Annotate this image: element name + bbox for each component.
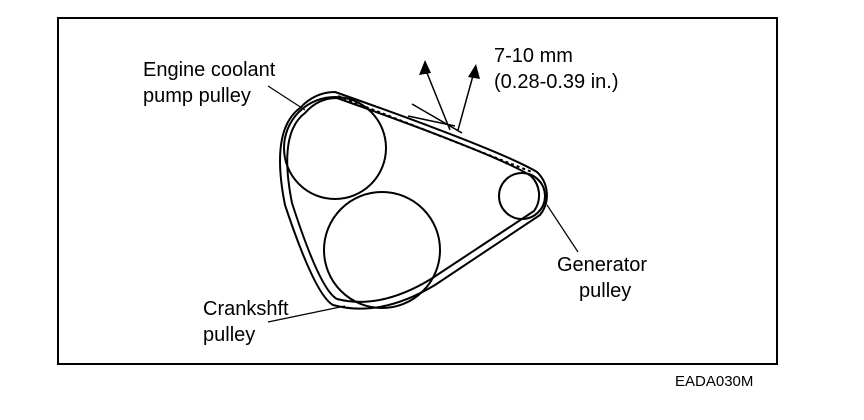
force-arrow-right-head bbox=[468, 64, 480, 79]
deflected-belt-dotted bbox=[337, 95, 533, 173]
coolant-pump-label-line2: pump pulley bbox=[143, 85, 251, 107]
diagram-frame bbox=[57, 17, 778, 365]
crankshaft-leader bbox=[267, 305, 346, 323]
drive-belt-outer bbox=[279, 90, 548, 310]
coolant-pump-label-line1: Engine coolant bbox=[143, 59, 276, 81]
crankshaft-label-line1: Crankshft bbox=[203, 298, 289, 320]
coolant-pump-pulley bbox=[283, 96, 387, 200]
drive-belt-inner bbox=[286, 96, 541, 303]
deflection-label-line1: 7-10 mm bbox=[494, 45, 573, 67]
deflection-label-line2: (0.28-0.39 in.) bbox=[494, 71, 619, 93]
generator-label-line2: pulley bbox=[579, 280, 632, 302]
deflection-measure-line-1 bbox=[411, 103, 463, 134]
crankshaft-label-line2: pulley bbox=[203, 324, 256, 346]
force-arrow-left-head bbox=[419, 60, 431, 75]
generator-pulley bbox=[498, 172, 546, 220]
generator-leader bbox=[546, 204, 579, 253]
force-arrow-left bbox=[424, 67, 451, 131]
generator-label-line1: Generator bbox=[557, 254, 648, 276]
figure-code: EADA030M bbox=[675, 373, 754, 390]
force-arrow-right bbox=[457, 71, 475, 131]
crankshaft-pulley bbox=[323, 191, 441, 309]
coolant-pump-leader bbox=[267, 85, 306, 111]
